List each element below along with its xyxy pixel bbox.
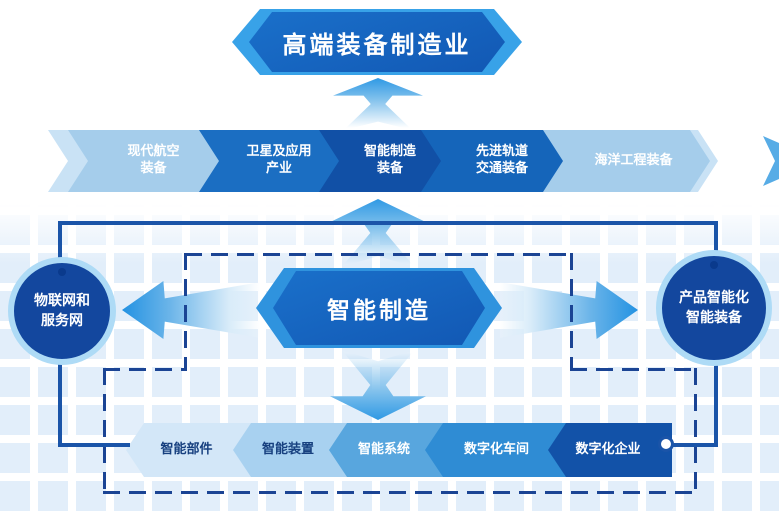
top-banner: 高端装备制造业 bbox=[232, 9, 522, 75]
level-digital-enterprise: 数字化企业 bbox=[548, 423, 672, 477]
chevron-satellite-applications-label: 卫星及应用产业 bbox=[246, 144, 312, 176]
dashed-frame-right-lower bbox=[694, 368, 697, 494]
node-pin-icon bbox=[710, 261, 718, 269]
product-node-line2: 智能装备 bbox=[686, 310, 742, 326]
core-hexagon-body: 智能制造 bbox=[273, 271, 485, 345]
node-pin-icon bbox=[58, 268, 66, 276]
dashed-frame-left-upper bbox=[184, 253, 187, 371]
chain-edge-fragment bbox=[763, 136, 779, 186]
chevron-satellite-applications: 卫星及应用产业 bbox=[199, 130, 345, 192]
iot-node-line1: 物联网和 bbox=[34, 292, 90, 309]
chevron-marine-engineering-equipment: 海洋工程装备 bbox=[543, 130, 710, 192]
chevron-marine-engineering-equipment-label: 海洋工程装备 bbox=[594, 152, 673, 168]
iot-service-network-node: 物联网和 服务网 bbox=[8, 257, 116, 365]
chevron-modern-aviation-label: 现代航空装备 bbox=[127, 144, 180, 176]
product-intelligence-node: 产品智能化 智能装备 bbox=[656, 250, 772, 366]
iot-node-line2: 服务网 bbox=[41, 313, 83, 329]
level-smart-devices-label: 智能装置 bbox=[261, 441, 314, 457]
top-banner-label: 高端装备制造业 bbox=[282, 30, 472, 59]
arrow-up-to-banner-icon bbox=[333, 78, 423, 130]
top-banner-body: 高端装备制造业 bbox=[249, 12, 505, 72]
level-digital-enterprise-label: 数字化企业 bbox=[575, 441, 641, 457]
dashed-frame-top bbox=[185, 253, 572, 256]
core-hexagon: 智能制造 bbox=[256, 268, 502, 348]
solid-frame-bottom-left bbox=[58, 443, 130, 447]
chevron-rail-transit-equipment: 先进轨道交通装备 bbox=[421, 130, 569, 192]
product-node-line1: 产品智能化 bbox=[679, 289, 749, 306]
dashed-frame-right-upper bbox=[570, 253, 573, 371]
dashed-frame-bottom bbox=[103, 491, 697, 494]
dashed-frame-step-left bbox=[103, 368, 187, 371]
solid-frame-bottom-right bbox=[666, 443, 718, 447]
core-hexagon-label: 智能制造 bbox=[327, 298, 431, 324]
dashed-frame-left-lower bbox=[103, 368, 106, 494]
level-digital-workshop-label: 数字化车间 bbox=[463, 441, 529, 457]
connector-dot bbox=[658, 436, 674, 452]
chevron-smart-manufacturing-equipment-label: 智能制造装备 bbox=[363, 144, 416, 176]
chevron-rail-transit-equipment-label: 先进轨道交通装备 bbox=[475, 144, 528, 176]
chevron-modern-aviation: 现代航空装备 bbox=[68, 130, 225, 192]
level-smart-components-label: 智能部件 bbox=[160, 441, 213, 457]
chevron-smart-manufacturing-equipment: 智能制造装备 bbox=[319, 130, 447, 192]
dashed-frame-step-right bbox=[570, 368, 697, 371]
solid-frame-top bbox=[58, 221, 718, 225]
level-smart-systems-label: 智能系统 bbox=[357, 441, 410, 457]
